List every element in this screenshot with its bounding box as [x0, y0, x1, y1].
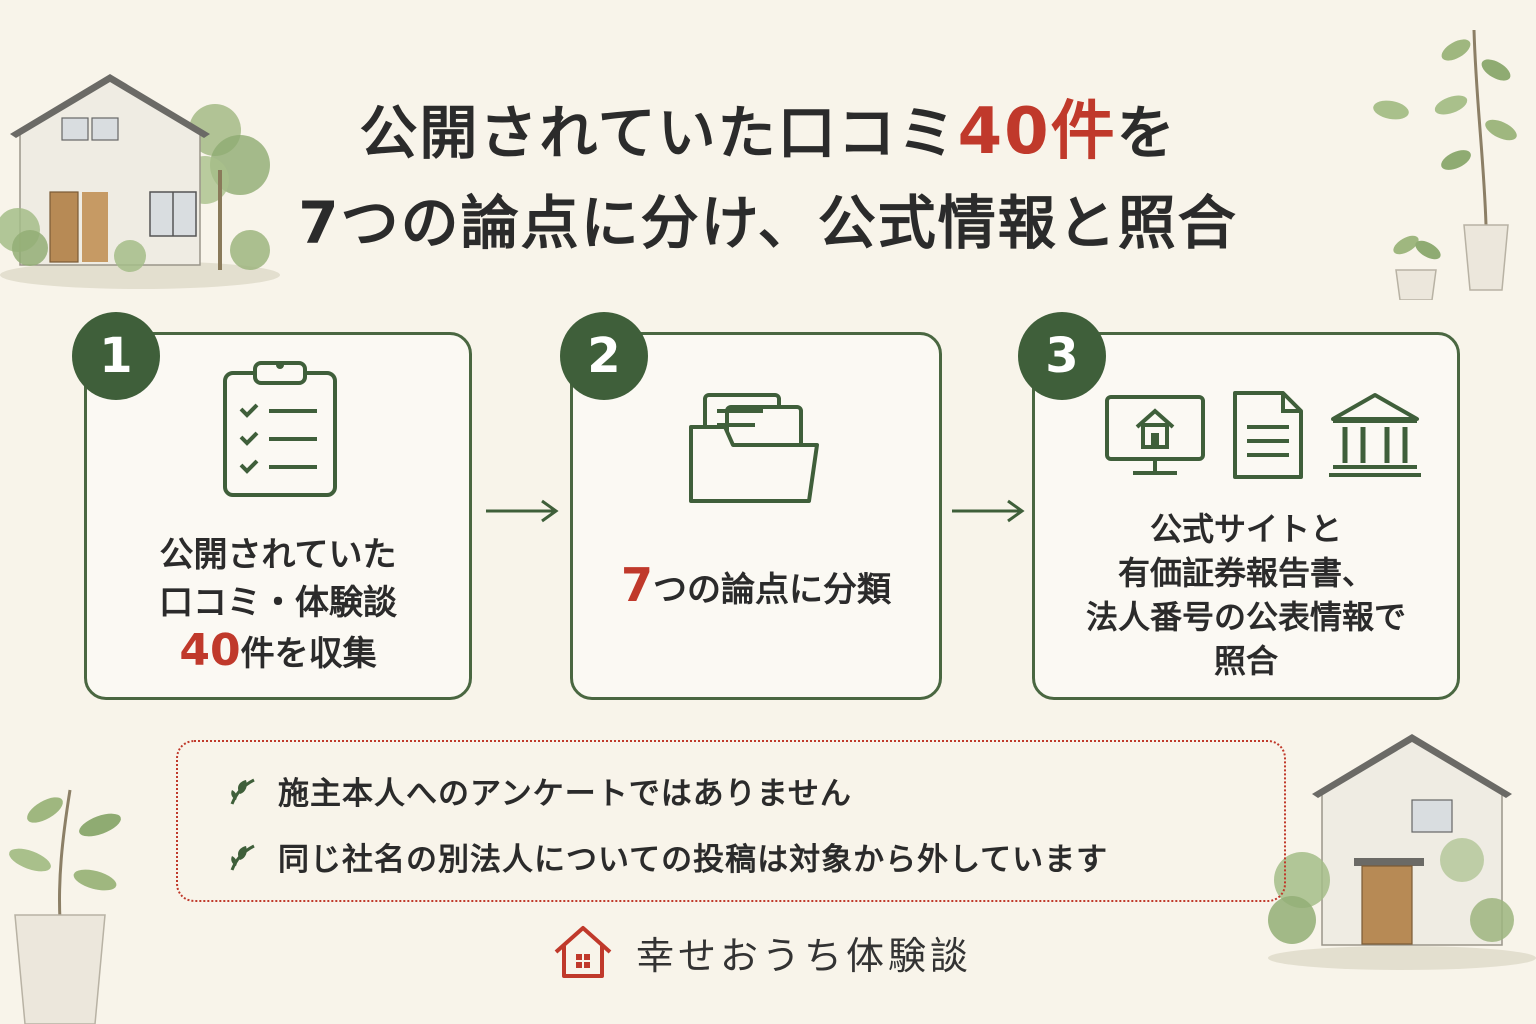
step-3-line3: 法人番号の公表情報で [1085, 598, 1406, 636]
disclaimer-item: 施主本人へのアンケートではありません [226, 768, 852, 813]
monitor-house-icon [1105, 395, 1205, 475]
step-3-text: 公式サイトと 有価証券報告書、 法人番号の公表情報で 照合 [1035, 507, 1457, 683]
step-1-line3-rest: 件を収集 [240, 634, 377, 674]
folder-documents-icon [689, 393, 819, 503]
title-accent-count: 40件 [957, 95, 1117, 169]
disclaimer-box: 施主本人へのアンケートではありません 同じ社名の別法人についての投稿は対象から外… [176, 740, 1286, 902]
title-line1-part-a: 公開されていた口コミ [359, 99, 958, 167]
disclaimer-item: 同じ社名の別法人についての投稿は対象から外しています [226, 834, 1108, 879]
house-logo-icon [554, 926, 612, 978]
page-title-line1: 公開されていた口コミ40件を [0, 80, 1536, 172]
step-1-line1: 公開されていた [159, 535, 397, 575]
step-card-2: 7つの論点に分類 [570, 332, 942, 700]
plants-illustration-top-right [1373, 29, 1517, 300]
step-1-line2: 口コミ・体験談 [159, 583, 397, 623]
step-1-count: 40 [179, 625, 241, 676]
step-1-text: 公開されていた 口コミ・体験談 40件を収集 [87, 531, 469, 678]
step-2-count: 7 [620, 558, 653, 612]
step-badge-1: 1 [72, 312, 160, 400]
title-line1-part-b: を [1116, 99, 1177, 167]
step-3-line4: 照合 [1213, 642, 1278, 680]
plant-illustration-bottom-left [9, 789, 121, 1024]
step-3-line1: 公式サイトと [1149, 510, 1342, 548]
leaf-icon [230, 778, 255, 805]
step-2-text-rest: つの論点に分類 [653, 570, 891, 610]
brand-logo: 幸せおうち体験談 [552, 924, 972, 980]
step-3-line2: 有価証券報告書、 [1117, 554, 1374, 592]
step-card-1: 公開されていた 口コミ・体験談 40件を収集 [84, 332, 472, 700]
step-1-line3: 40件を収集 [87, 627, 469, 678]
document-icon [1233, 391, 1303, 479]
page-title-line2: 7つの論点に分け、公式情報と照合 [298, 189, 1238, 257]
bank-building-icon [1329, 393, 1421, 477]
brand-name: 幸せおうち体験談 [636, 933, 973, 978]
house-illustration-bottom-right [1268, 734, 1536, 970]
step-card-3: 公式サイトと 有価証券報告書、 法人番号の公表情報で 照合 [1032, 332, 1460, 700]
step-badge-3: 3 [1018, 312, 1106, 400]
leaf-icon [230, 844, 255, 871]
step-2-text: 7つの論点に分類 [573, 561, 939, 614]
disclaimer-text: 施主本人へのアンケートではありません [278, 776, 852, 812]
disclaimer-text: 同じ社名の別法人についての投稿は対象から外しています [278, 842, 1109, 878]
arrow-right-icon [952, 499, 1025, 523]
arrow-right-icon [486, 499, 559, 523]
house-illustration-top-left [0, 74, 280, 289]
step-badge-2: 2 [560, 312, 648, 400]
clipboard-checklist-icon [223, 361, 337, 497]
